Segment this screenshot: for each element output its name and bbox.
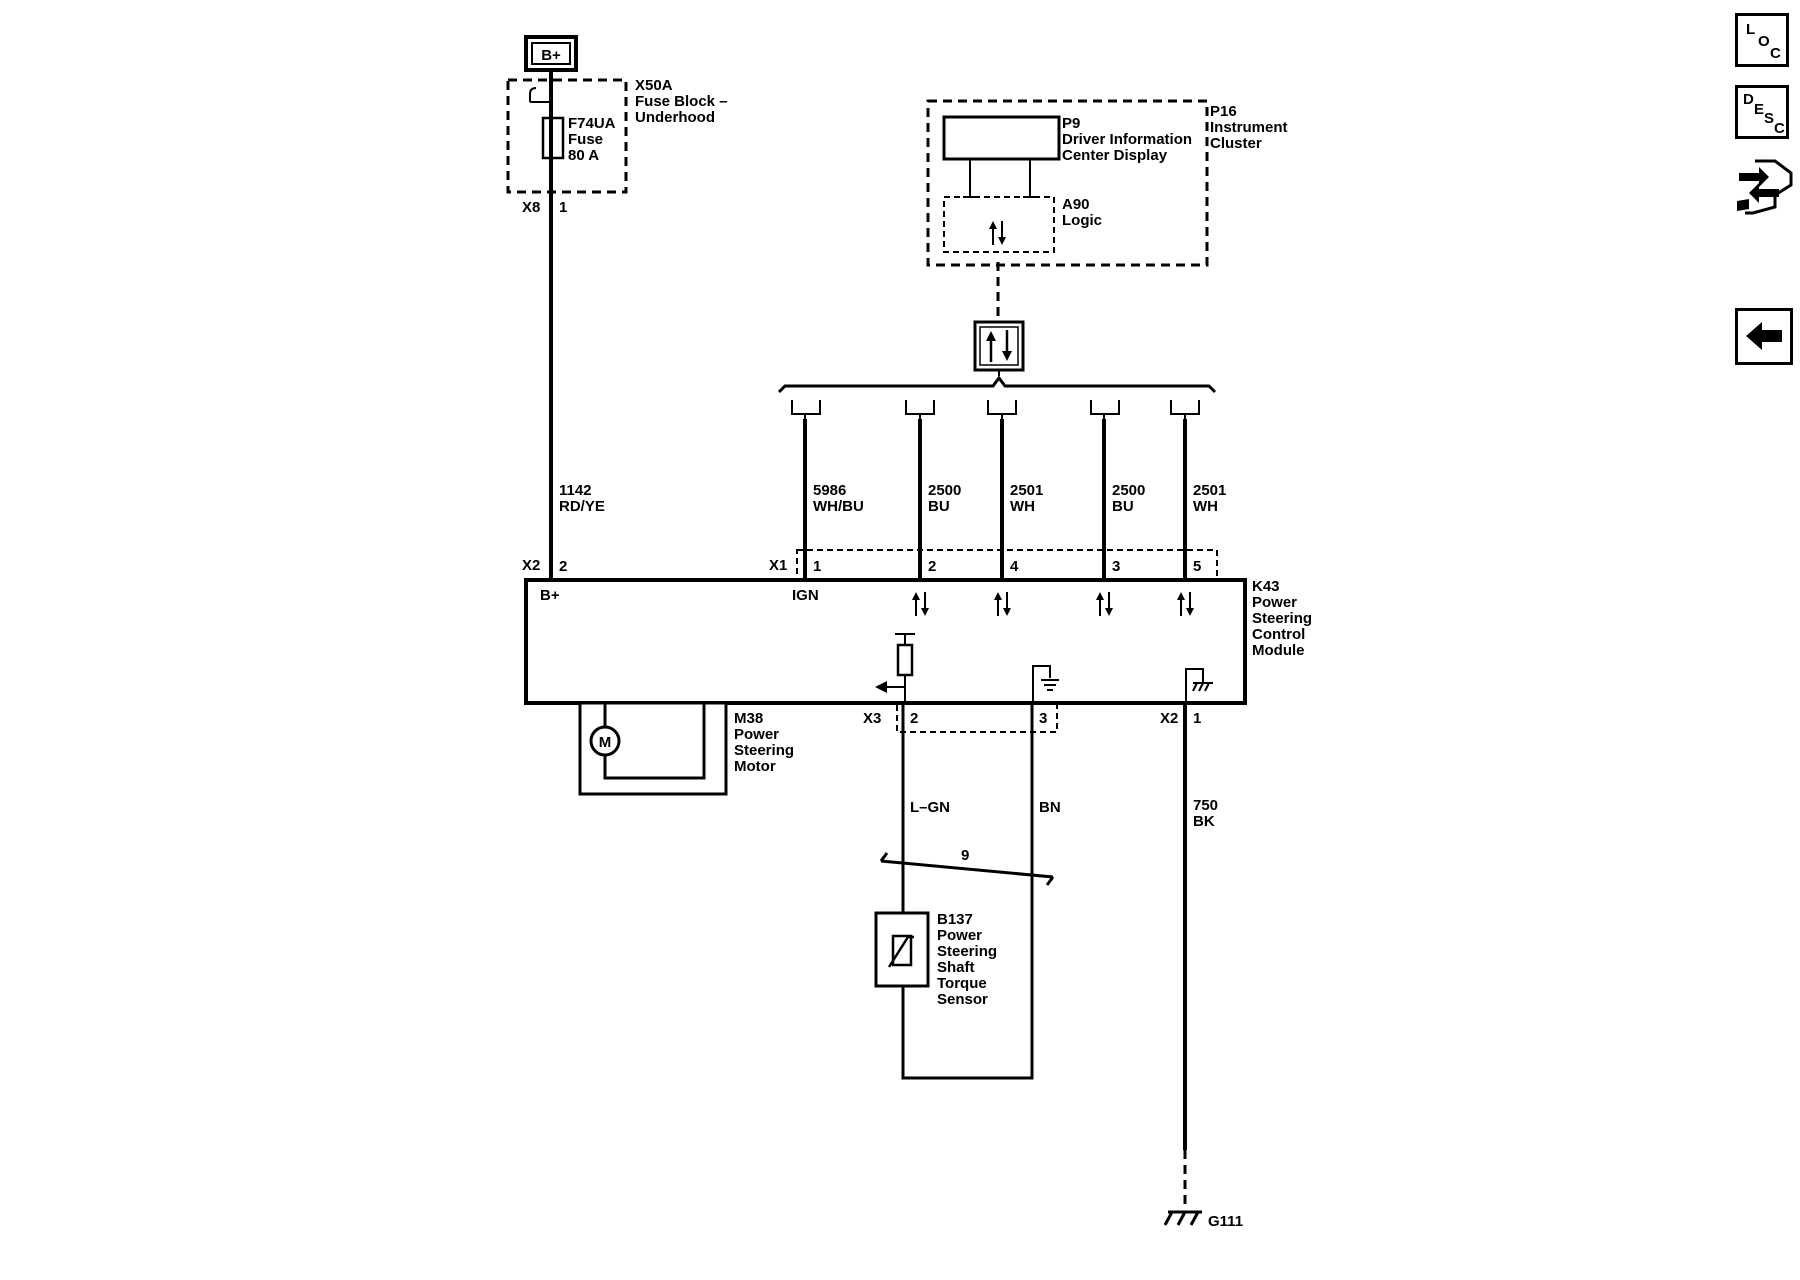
wire-bn-label: BN xyxy=(1039,799,1061,816)
back-button[interactable] xyxy=(1735,308,1793,365)
desc-letter-d: D xyxy=(1743,91,1754,108)
logic-id: A90 xyxy=(1062,196,1090,213)
x1-connector xyxy=(796,549,1218,583)
loc-letter-o: O xyxy=(1758,33,1770,50)
sensor-name-3: Shaft xyxy=(937,959,975,976)
wire-2501-a-color: WH xyxy=(1010,498,1035,515)
x8-pin-label: 1 xyxy=(559,199,567,216)
motor-name-3: Motor xyxy=(734,758,776,775)
battery-label: B+ xyxy=(541,47,561,64)
ground-g111: G111 xyxy=(1163,1210,1243,1230)
sensor-wiring xyxy=(901,705,1034,1080)
x1-pin-1: 1 xyxy=(813,558,821,575)
wire-2500-a-color: BU xyxy=(928,498,950,515)
x8-connector-label: X8 xyxy=(522,199,540,216)
description-view-button[interactable]: D E S C xyxy=(1735,85,1789,139)
fuse-block: X50A Fuse Block – Underhood F74UA Fuse 8… xyxy=(506,77,728,194)
data-bus-bracket xyxy=(777,375,1217,394)
ground-label: G111 xyxy=(1208,1213,1243,1230)
dic-name-1: Driver Information xyxy=(1062,131,1192,148)
loc-letter-l: L xyxy=(1746,21,1756,38)
sensor-name-4: Torque xyxy=(937,975,987,992)
x1-pin-3: 3 xyxy=(1112,558,1120,575)
sensor-id: B137 xyxy=(937,911,973,928)
wire-5986-circuit: 5986 xyxy=(813,482,846,499)
motor-id: M38 xyxy=(734,710,763,727)
serial-data-symbol xyxy=(973,320,1025,372)
fuse-rating: 80 A xyxy=(568,147,599,164)
pscm-name-4: Module xyxy=(1252,642,1305,659)
loc-letter-c: C xyxy=(1770,45,1781,62)
wire-2501-b-color: WH xyxy=(1193,498,1218,515)
wire-2500-a-circuit: 2500 xyxy=(928,482,961,499)
sensor-name-1: Power xyxy=(937,927,982,944)
x3-connector-label: X3 xyxy=(863,710,881,727)
motor-symbol: M xyxy=(599,734,612,751)
wire-1142-color: RD/YE xyxy=(559,498,605,515)
cluster-id: P16 xyxy=(1210,103,1237,120)
x1-pin-2: 2 xyxy=(928,558,936,575)
fuse-id: F74UA xyxy=(568,115,616,132)
x1-connector-label: X1 xyxy=(769,557,787,574)
power-steering-motor: M M38 Power Steering Motor xyxy=(578,701,794,796)
x3-connector xyxy=(896,702,1058,733)
wire-1142-circuit: 1142 xyxy=(559,482,592,499)
back-arrow-icon xyxy=(1746,322,1782,350)
twisted-pair-marker: 9 xyxy=(879,847,1055,886)
pscm-name-1: Power xyxy=(1252,594,1297,611)
wire-750-circuit: 750 xyxy=(1193,797,1218,814)
x2-bottom-connector-label: X2 xyxy=(1160,710,1178,727)
x3-pin-2: 2 xyxy=(910,710,918,727)
wire-2500-b-color: BU xyxy=(1112,498,1134,515)
desc-letter-e: E xyxy=(1754,101,1765,118)
fuse-block-id: X50A xyxy=(635,77,673,94)
fuse-block-name-2: Underhood xyxy=(635,109,715,126)
wire-2500-b-circuit: 2500 xyxy=(1112,482,1145,499)
wire-2501-b-circuit: 2501 xyxy=(1193,482,1226,499)
x2-bottom-pin-label: 1 xyxy=(1193,710,1201,727)
desc-letter-c: C xyxy=(1774,120,1785,137)
wire-5986-color: WH/BU xyxy=(813,498,864,515)
fuse-block-name-1: Fuse Block – xyxy=(635,93,728,110)
connector-icon xyxy=(1737,159,1793,215)
sensor-name-2: Steering xyxy=(937,943,997,960)
motor-name-2: Steering xyxy=(734,742,794,759)
pscm-name-3: Control xyxy=(1252,626,1305,643)
bus-taps xyxy=(791,400,1200,419)
sensor-name-5: Sensor xyxy=(937,991,988,1008)
pscm-id: K43 xyxy=(1252,578,1280,595)
terminal-ign: IGN xyxy=(792,587,819,604)
power-steering-control-module: K43 Power Steering Control Module B+ IGN xyxy=(524,578,1312,705)
logic-name: Logic xyxy=(1062,212,1102,229)
battery-source: B+ xyxy=(524,35,578,72)
motor-name-1: Power xyxy=(734,726,779,743)
connector-view-button[interactable] xyxy=(1735,155,1797,221)
x2-top-pin-label: 2 xyxy=(559,558,567,575)
torque-sensor: B137 Power Steering Shaft Torque Sensor xyxy=(874,911,997,1008)
x1-pin-4: 4 xyxy=(1010,558,1019,575)
pscm-name-2: Steering xyxy=(1252,610,1312,627)
cluster-name-2: Cluster xyxy=(1210,135,1262,152)
dic-name-2: Center Display xyxy=(1062,147,1168,164)
wire-750-color: BK xyxy=(1193,813,1215,830)
x2-top-connector-label: X2 xyxy=(522,557,540,574)
wire-2501-a-circuit: 2501 xyxy=(1010,482,1043,499)
dic-id: P9 xyxy=(1062,115,1080,132)
location-view-button[interactable]: L O C xyxy=(1735,13,1789,67)
desc-letter-s: S xyxy=(1764,110,1775,127)
cluster-name-1: Instrument xyxy=(1210,119,1288,136)
fuse-name: Fuse xyxy=(568,131,603,148)
x3-pin-3: 3 xyxy=(1039,710,1047,727)
instrument-cluster: P16 Instrument Cluster P9 Driver Informa… xyxy=(926,99,1288,267)
twist-count: 9 xyxy=(961,847,969,864)
x1-pin-5: 5 xyxy=(1193,558,1201,575)
terminal-bplus: B+ xyxy=(540,587,560,604)
wire-lgn-label: L–GN xyxy=(910,799,950,816)
